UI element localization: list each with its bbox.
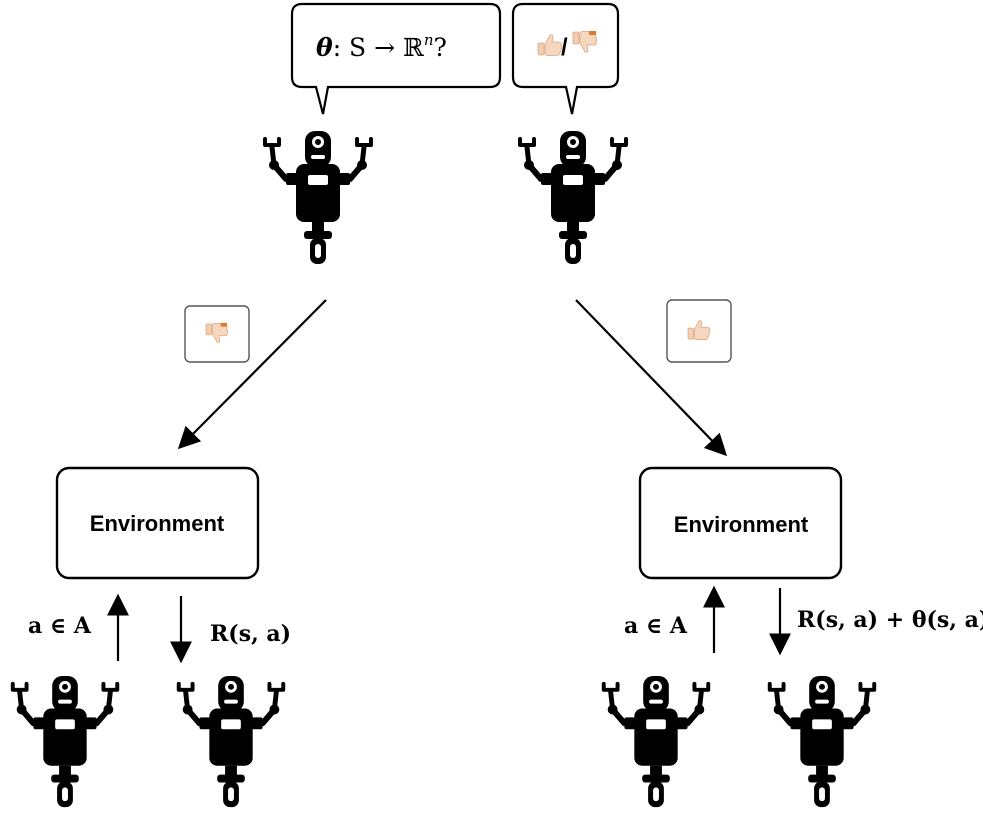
robot-icon-bottom-3 [604, 676, 708, 807]
action-label-left: a ∈ A [28, 613, 92, 639]
environment-box-left: Environment [55, 466, 260, 580]
speech-bubble-left: θ: S → ℝn? [290, 2, 502, 115]
reward-label-left: R(s, a) [210, 621, 291, 647]
robot-icon-top-left [265, 131, 371, 264]
arrow-to-left-environment [177, 299, 327, 450]
environment-label-right: Environment [674, 512, 809, 537]
robot-icon-top-right [520, 131, 626, 264]
environment-box-right: Environment [638, 466, 843, 580]
action-label-right: a ∈ A [624, 613, 688, 639]
theta-symbol: θ [316, 33, 333, 62]
environment-label-left: Environment [90, 511, 225, 536]
question-mark: ? [433, 33, 446, 62]
speech-bubble-right: / [511, 2, 620, 115]
feedback-box-right [666, 299, 732, 363]
reward-label-right: R(s, a) + θ(s, a) [797, 607, 983, 633]
robot-icon-bottom-1 [13, 676, 117, 807]
robot-icon-bottom-2 [179, 676, 283, 807]
feedback-box-left [184, 305, 250, 363]
bubble-left-formula: θ: S → ℝn? [316, 31, 447, 62]
arrow-to-right-environment [575, 299, 728, 457]
superscript-n: n [424, 31, 434, 49]
robot-icon-bottom-4 [770, 676, 874, 807]
bubble-separator: / [561, 34, 568, 61]
mapping-text: : S → ℝ [333, 33, 424, 62]
